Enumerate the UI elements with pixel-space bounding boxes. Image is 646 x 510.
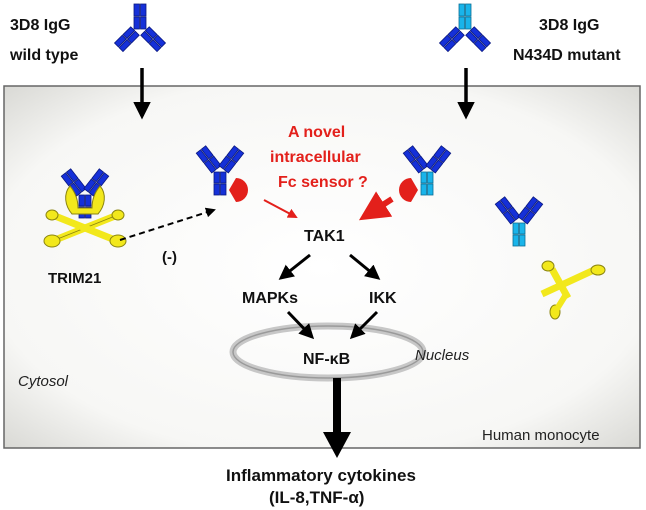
negative-regulation-label: (-): [162, 249, 177, 266]
wild-type-label-line2: wild type: [9, 47, 79, 64]
nfkb-to-cytokines-arrow: [323, 378, 351, 458]
mutant-antibody-icon: [438, 3, 492, 53]
tak1-to-mapks-arrow: [278, 253, 311, 280]
cytosol-label: Cytosol: [18, 373, 69, 390]
tak1-to-ikk-arrow: [349, 253, 381, 280]
cytokines-label-line1: Inflammatory cytokines: [226, 466, 416, 485]
unbound-trim21-icon: [540, 260, 606, 320]
wild-type-label-line1: 3D8 IgG: [10, 17, 70, 34]
nucleus-label: Nucleus: [415, 347, 470, 364]
trim21-antibody-complex-icon: [43, 168, 127, 248]
wild-type-antibody-icon: [113, 3, 167, 53]
mutant-label-line2: N434D mutant: [513, 47, 621, 64]
mapks-label: MAPKs: [242, 290, 298, 307]
ikk-label: IKK: [369, 290, 397, 307]
sensor-bound-mutant-antibody-icon: [399, 145, 452, 202]
novel-sensor-label-line2: intracellular: [270, 149, 361, 166]
novel-sensor-label-line3: Fc sensor ?: [278, 174, 368, 191]
mutant-label-line1: 3D8 IgG: [539, 17, 599, 34]
nucleus-outline: [232, 325, 424, 379]
mapks-to-nfkb-arrow: [286, 310, 315, 340]
tak1-label: TAK1: [304, 228, 345, 245]
novel-sensor-label-line1: A novel: [288, 124, 345, 141]
sensor-bound-wild-type-antibody-icon: [195, 145, 248, 202]
nfkb-label: NF-κB: [303, 351, 350, 368]
mutant-sensor-to-tak1-arrow: [358, 191, 394, 221]
trim21-label: TRIM21: [48, 270, 101, 287]
cell-membrane: [3, 85, 641, 449]
ikk-to-nfkb-arrow: [349, 310, 379, 340]
cytokines-label-line2: (IL-8,TNF-α): [269, 488, 364, 507]
trim21-inhibition-arrow: [119, 207, 216, 241]
cell-type-label: Human monocyte: [482, 427, 600, 444]
wild-type-sensor-to-tak1-arrow: [263, 199, 298, 218]
